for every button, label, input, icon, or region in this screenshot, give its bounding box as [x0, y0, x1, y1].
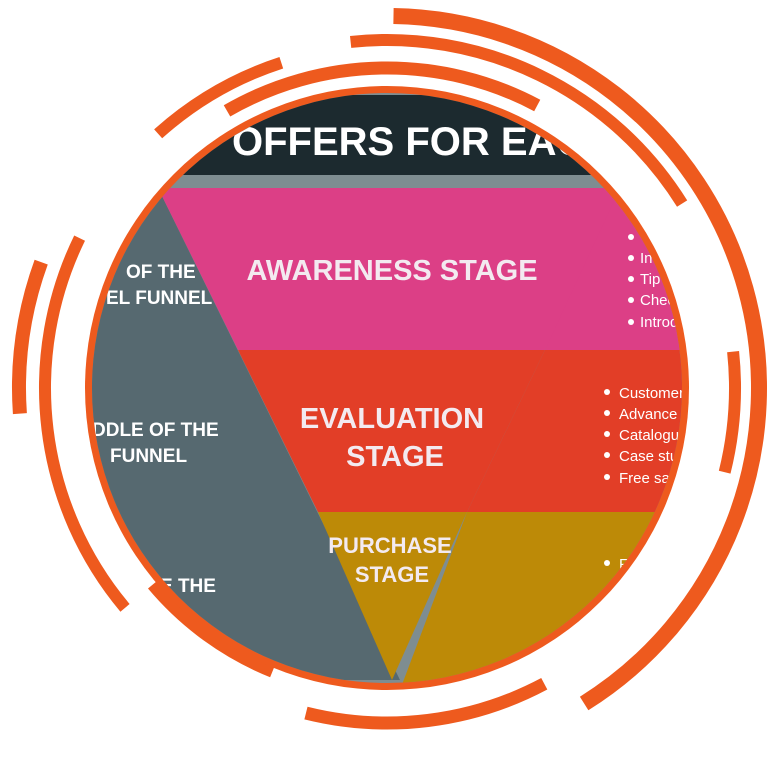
awareness-bullet-2: In	[640, 250, 653, 267]
bullet-dot	[628, 297, 634, 303]
ring-arc-9	[147, 580, 275, 678]
bottom-funnel-label-line1: E THE	[160, 576, 216, 597]
evaluation-bullet-4: Case stu	[619, 448, 678, 465]
evaluation-bullet-3: Catalogue	[619, 427, 687, 444]
purchase-stage-label-line1: PURCHASE	[328, 533, 451, 558]
ring-arc-2	[350, 34, 688, 207]
ring-arc-6	[154, 57, 284, 139]
bullet-dot	[628, 255, 634, 261]
top-funnel-label-line1: OF THE	[126, 262, 196, 283]
outer-ring	[12, 8, 767, 730]
diagram-title: OFFERS FOR EACH S	[232, 120, 652, 164]
bullet-dot	[628, 234, 634, 240]
purchase-stage-label-line2: STAGE	[355, 562, 429, 587]
ring-arc-4	[223, 61, 541, 117]
bullet-dot	[628, 319, 634, 325]
evaluation-bullets: Customer Advance e Catalogue Case stu Fr…	[604, 385, 690, 487]
bullet-dot	[604, 474, 610, 480]
bullet-dot	[604, 452, 610, 458]
ring-arc-3	[718, 350, 741, 474]
ring-arc-1	[393, 8, 767, 711]
awareness-stage-tier	[158, 188, 620, 350]
awareness-bullet-5: Introd	[640, 314, 678, 331]
bullet-dot	[604, 431, 610, 437]
bullet-dot	[628, 276, 634, 282]
evaluation-stage-label-line2: STAGE	[346, 441, 444, 473]
top-funnel-label-line2: EL FUNNEL	[106, 288, 213, 309]
awareness-bullet-3: Tip	[640, 271, 660, 288]
funnel-side-panel	[92, 188, 400, 680]
purchase-stage-tier	[318, 512, 467, 680]
ring-arc-8	[304, 678, 548, 730]
awareness-bullets: In Tip Chec Introd	[628, 234, 678, 331]
ring-arc-7	[12, 259, 48, 415]
middle-funnel-label-line2: FUNNEL	[110, 446, 187, 467]
awareness-stage-label: AWARENESS STAGE	[246, 255, 537, 287]
evaluation-offers-row	[467, 350, 682, 512]
bullet-dot	[604, 410, 610, 416]
evaluation-bullet-5: Free sa	[619, 470, 671, 487]
evaluation-stage-label-line1: EVALUATION	[300, 403, 484, 435]
evaluation-bullet-1: Customer	[619, 385, 684, 402]
evaluation-stage-tier	[238, 350, 545, 512]
bullet-dot	[604, 560, 610, 566]
awareness-bullet-4: Chec	[640, 292, 676, 309]
bullet-dot	[604, 389, 610, 395]
middle-funnel-label-line1: DDLE OF THE	[92, 420, 219, 441]
ring-arc-5	[39, 235, 130, 612]
evaluation-bullet-2: Advance e	[619, 406, 690, 423]
